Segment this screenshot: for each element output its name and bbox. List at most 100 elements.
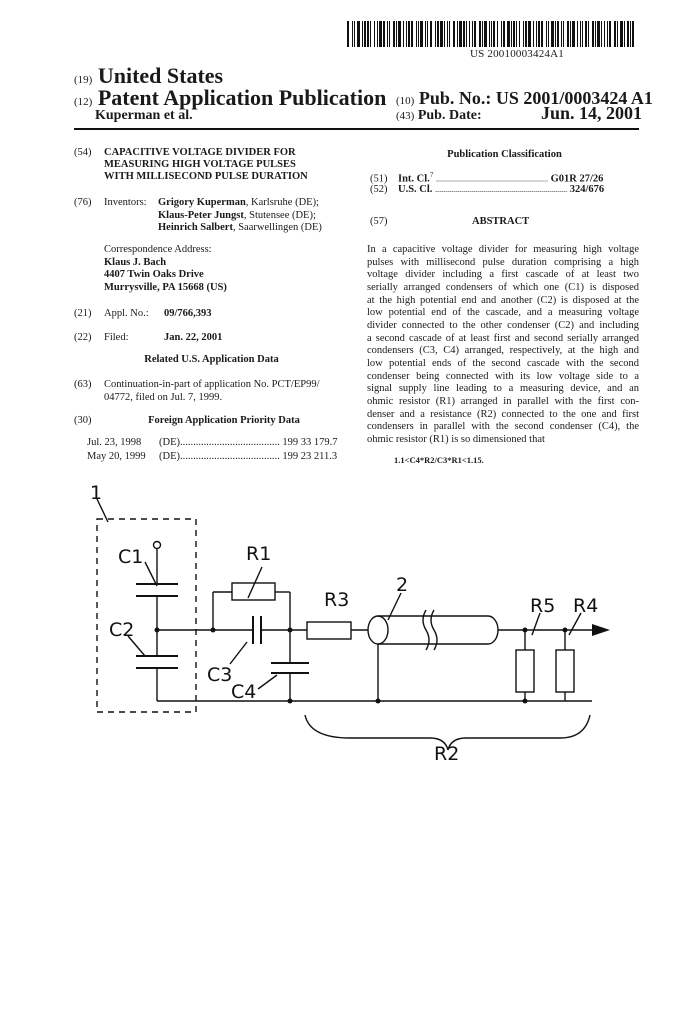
barcode-bar <box>571 21 575 47</box>
continuation-text: Continuation-in-part of application No. … <box>104 379 344 404</box>
barcode-bar <box>588 21 590 47</box>
continuation-line: 04772, filed on Jul. 7, 1999. <box>104 391 223 403</box>
related-heading: Related U.S. Application Data <box>144 354 279 365</box>
continuation-line: Continuation-in-part of application No. … <box>104 379 320 390</box>
int-cl-row: (51) Int. Cl.7 .........................… <box>370 171 604 185</box>
correspondence-address: Correspondence Address: Klaus J. Bach 44… <box>104 244 334 294</box>
barcode-bar <box>502 21 505 47</box>
barcode-bar <box>419 21 423 47</box>
barcode-bar <box>524 21 527 47</box>
barcode-bar <box>481 21 483 47</box>
abstract-heading: ABSTRACT <box>472 216 530 227</box>
barcode-bar <box>547 21 549 47</box>
barcode-bar <box>560 21 562 47</box>
barcode-bar <box>545 21 547 47</box>
circuit-diagram: 1 C1 C2 R1 C3 C4 R3 2 R5 R4 R2 <box>90 482 610 765</box>
inventor: Klaus-Peter Jungst, Stutensee (DE); <box>158 209 316 221</box>
barcode-bar <box>356 21 360 47</box>
r5-resistor <box>515 649 535 693</box>
barcode-bar <box>537 21 540 47</box>
c2-label: C2 <box>109 619 134 641</box>
abstract-line: at the high potential end and another (C… <box>367 294 639 306</box>
country-code: (19) <box>74 74 93 86</box>
barcode-bar <box>569 21 571 47</box>
r3-label: R3 <box>324 589 349 611</box>
r1-label: R1 <box>246 543 271 565</box>
barcode-bar <box>576 21 578 47</box>
barcode-bar <box>581 21 584 47</box>
barcode-bar <box>443 21 445 47</box>
barcode-bar <box>429 21 432 47</box>
type-code: (12) <box>74 96 93 108</box>
barcode-bar <box>566 21 569 47</box>
barcode-bar <box>627 21 630 47</box>
c1-label: C1 <box>118 546 143 568</box>
pub-date-code: (43) <box>396 110 415 122</box>
barcode-bar <box>439 21 443 47</box>
pub-date-label: Pub. Date: <box>417 108 482 123</box>
barcode-bar <box>609 21 612 47</box>
barcode-bar <box>465 21 467 47</box>
barcode-bar <box>478 21 481 47</box>
barcode-bar <box>595 21 597 47</box>
foreign-code: (30) <box>74 415 92 426</box>
barcode-bar <box>361 21 363 47</box>
barcode-bar <box>351 21 353 47</box>
patent-title: CAPACITIVE VOLTAGE DIVIDER FOR MEASURING… <box>104 147 344 184</box>
filed-label: Filed: <box>104 332 129 343</box>
r2-brace <box>304 714 591 751</box>
title-code: (54) <box>74 147 92 158</box>
barcode-bar <box>527 21 531 47</box>
ref2-label: 2 <box>396 574 408 596</box>
pub-no-code: (10) <box>396 95 415 107</box>
terminal <box>152 540 162 550</box>
publication-type-heading: (12) Patent Application Publication <box>74 85 386 111</box>
priority-row: Jul. 23, 1998(DE).......................… <box>87 437 338 448</box>
barcode-bar <box>488 21 490 47</box>
barcode-number: US 20010003424A1 <box>470 48 564 60</box>
barcode-bar <box>473 21 476 47</box>
ref1-leader <box>96 498 109 523</box>
barcode-bar <box>510 21 512 47</box>
barcode-bar <box>540 21 543 47</box>
abstract-line: low potential ends of the second cascade… <box>367 357 639 369</box>
r5-label: R5 <box>530 595 555 617</box>
barcode-bar <box>518 21 520 47</box>
barcode-bar <box>550 21 554 47</box>
barcode-bar <box>363 21 366 47</box>
pub-number-heading: (10) Pub. No.: US 2001/0003424 A1 <box>396 88 653 109</box>
abstract-line: pulses with millisecond pulse duration c… <box>367 256 639 268</box>
filed-code: (22) <box>74 332 92 343</box>
barcode-bar <box>388 21 390 47</box>
ref1-label: 1 <box>90 482 102 504</box>
barcode-bar <box>405 21 407 47</box>
appl-number: 09/766,393 <box>164 308 212 319</box>
country-heading: (19) United States <box>74 63 223 89</box>
barcode <box>347 21 637 47</box>
title-line: CAPACITIVE VOLTAGE DIVIDER FOR <box>104 147 296 158</box>
barcode-bar <box>632 21 635 47</box>
foreign-heading: Foreign Application Priority Data <box>148 415 300 426</box>
pub-no-label: Pub. No.: <box>418 88 492 108</box>
barcode-bar <box>468 21 470 47</box>
barcode-bar <box>483 21 487 47</box>
barcode-bar <box>535 21 537 47</box>
abstract-line: condensers (C3, C4) arranged, respective… <box>367 345 639 357</box>
abstract-heading-row: (57) ABSTRACT <box>370 216 639 227</box>
barcode-bar <box>424 21 426 47</box>
barcode-bar <box>604 21 606 47</box>
abstract-line: ohmic resistor (R1) is so dimensioned th… <box>367 433 545 445</box>
barcode-bar <box>607 21 609 47</box>
inventor: Grigory Kuperman, Karlsruhe (DE); <box>158 197 319 208</box>
abstract-line: condensers in parallel with the second c… <box>367 421 639 433</box>
barcode-bar <box>515 21 517 47</box>
abstract-text: In a capacitive voltage divider for meas… <box>367 244 639 447</box>
c3-label: C3 <box>207 664 232 686</box>
r2-label: R2 <box>434 743 459 765</box>
barcode-bar <box>500 21 502 47</box>
correspondence-line: Klaus J. Bach <box>104 256 167 268</box>
us-cl-row: (52) U.S. Cl. ..........................… <box>370 184 605 195</box>
barcode-bar <box>620 21 624 47</box>
abstract-line: serially arranged condensers of which on… <box>367 281 639 293</box>
abstract-line: signal supply line leading to a measurin… <box>367 383 639 395</box>
